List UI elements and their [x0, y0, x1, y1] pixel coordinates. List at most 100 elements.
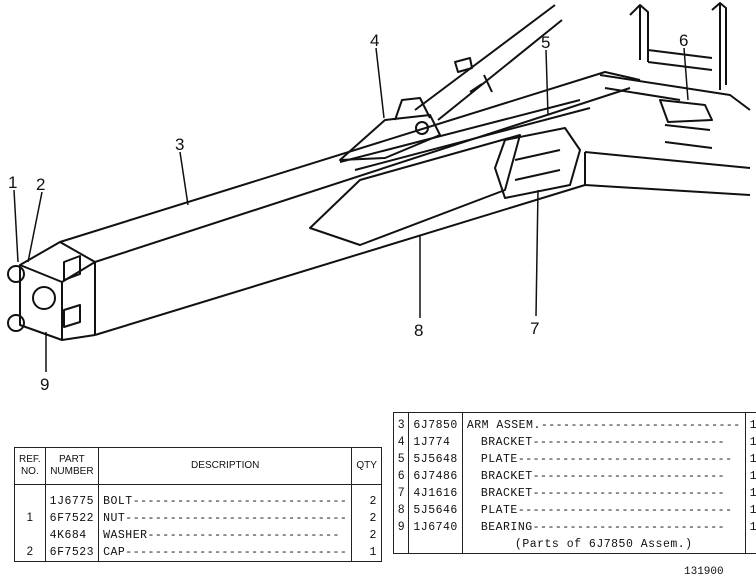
ref-cell: 4	[392, 434, 410, 451]
callout-5: 5	[541, 33, 550, 52]
leader-4	[375, 47, 385, 119]
table-note: (Parts of 6J7850 Assem.)	[461, 536, 746, 554]
cylinder-fitting	[454, 57, 473, 73]
qty-cell: 1	[744, 485, 756, 502]
bolt-head-bottom	[7, 314, 25, 332]
table-row: 8 5J5646 PLATE--------------------------…	[392, 502, 756, 519]
description-cell: BEARING--------------------------	[461, 519, 746, 536]
callout-2: 2	[36, 175, 45, 194]
part-number-cell: 6F7522	[44, 510, 100, 527]
callout-4: 4	[370, 31, 379, 50]
ref-cell: 6	[392, 468, 410, 485]
part-number-cell: 4K684	[44, 527, 100, 544]
table-row: 1 6F7522 NUT----------------------------…	[14, 510, 382, 527]
ref-cell: 1	[14, 510, 46, 527]
header-qty: QTY	[351, 447, 382, 485]
table-note-row: (Parts of 6J7850 Assem.)	[392, 536, 756, 554]
ref-cell: 5	[392, 451, 410, 468]
part-number-cell: 5J5648	[408, 451, 463, 468]
ref-cell: 9	[392, 519, 410, 536]
qty-cell: 1	[744, 502, 756, 519]
spacer-row	[14, 484, 382, 493]
leader-6	[683, 47, 689, 101]
side-bracket	[494, 127, 581, 199]
qty-cell: 1	[744, 519, 756, 536]
ref-cell	[14, 527, 46, 544]
arm-bottom-edge	[94, 184, 586, 336]
header-ref-no: REF. NO.	[14, 447, 46, 485]
qty-cell: 1	[744, 468, 756, 485]
description-cell: BRACKET--------------------------	[461, 485, 746, 502]
qty-cell: 2	[351, 510, 382, 527]
ref-cell: 2	[14, 544, 46, 562]
leader-5	[545, 49, 549, 116]
parts-table-right: 3 6J7850 ARM ASSEM.---------------------…	[392, 412, 756, 554]
leader-1	[13, 189, 19, 263]
frame-upright	[629, 2, 727, 90]
end-cap-body	[19, 241, 96, 341]
part-number-cell: 5J5646	[408, 502, 463, 519]
top-bracket	[339, 97, 441, 161]
header-description: DESCRIPTION	[98, 447, 353, 485]
frame-crossbar	[647, 49, 713, 71]
cap-slot-top	[63, 255, 81, 281]
table-row: 1J6775 BOLT-----------------------------…	[14, 493, 382, 510]
callout-8: 8	[414, 321, 423, 340]
ref-cell: 3	[392, 412, 410, 434]
leader-3	[179, 151, 189, 206]
leader-2	[27, 191, 43, 263]
qty-cell: 1	[351, 544, 382, 562]
qty-cell: 2	[351, 493, 382, 510]
figure-number: 131900	[684, 566, 724, 578]
table-row: 4K684 WASHER-------------------------- 2	[14, 527, 382, 544]
part-number-cell: 6J7850	[408, 412, 463, 434]
qty-cell: 1	[744, 434, 756, 451]
cap-slot-bottom	[63, 304, 81, 328]
callout-1: 1	[8, 173, 17, 192]
ref-cell	[14, 493, 46, 510]
table-row: 5 5J5648 PLATE--------------------------…	[392, 451, 756, 468]
description-cell: ARM ASSEM.---------------------------	[461, 412, 746, 434]
frame-upper-rail	[599, 74, 751, 111]
ref-cell: 7	[392, 485, 410, 502]
part-number-cell: 4J1616	[408, 485, 463, 502]
description-cell: WASHER--------------------------	[98, 527, 353, 544]
description-cell: BOLT-----------------------------	[98, 493, 353, 510]
callout-3: 3	[175, 135, 184, 154]
part-number-cell: 1J774	[408, 434, 463, 451]
table-row: 2 6F7523 CAP----------------------------…	[14, 544, 382, 562]
header-part-number: PART NUMBER	[44, 447, 100, 485]
description-cell: PLATE-----------------------------	[461, 451, 746, 468]
table-row: 6 6J7486 BRACKET------------------------…	[392, 468, 756, 485]
part-number-cell: 6J7486	[408, 468, 463, 485]
hydraulic-cylinder	[414, 4, 563, 121]
side-plate	[309, 134, 521, 246]
bolt-head-top	[7, 265, 25, 283]
qty-cell: 1	[744, 412, 756, 434]
table-row: 7 4J1616 BRACKET------------------------…	[392, 485, 756, 502]
arm-top-edge	[59, 71, 641, 243]
table-header-row: REF. NO. PART NUMBER DESCRIPTION QTY	[14, 447, 382, 485]
description-cell: BRACKET--------------------------	[461, 468, 746, 485]
top-plate	[339, 99, 591, 171]
description-cell: BRACKET--------------------------	[461, 434, 746, 451]
lower-arm	[584, 151, 751, 196]
bracket-pin	[415, 121, 429, 135]
table-row: 9 1J6740 BEARING------------------------…	[392, 519, 756, 536]
leader-7	[535, 189, 539, 317]
part-number-cell: 1J6775	[44, 493, 100, 510]
callout-7: 7	[530, 319, 539, 338]
bearing-bore	[32, 286, 56, 310]
table-row: 3 6J7850 ARM ASSEM.---------------------…	[392, 412, 756, 434]
parts-table-left: REF. NO. PART NUMBER DESCRIPTION QTY 1J6…	[14, 447, 382, 562]
frame-bracket	[659, 99, 713, 149]
ref-cell: 8	[392, 502, 410, 519]
description-cell: CAP------------------------------	[98, 544, 353, 562]
qty-cell: 1	[744, 451, 756, 468]
arm-top-inner-edge	[94, 87, 631, 263]
callout-9: 9	[40, 375, 49, 394]
part-number-cell: 6F7523	[44, 544, 100, 562]
arm-assembly-drawing: 1 2 3 4 5 6 7 8 9	[7, 2, 751, 394]
part-number-cell: 1J6740	[408, 519, 463, 536]
description-cell: NUT------------------------------	[98, 510, 353, 527]
